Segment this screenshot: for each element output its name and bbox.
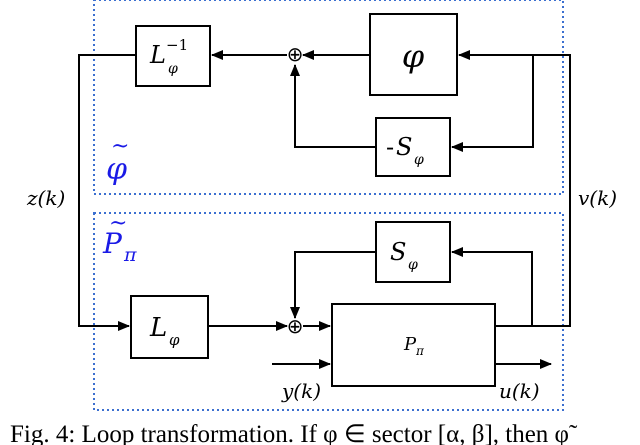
svg-text:π: π — [123, 244, 137, 266]
l-phi-block: L φ — [130, 295, 209, 359]
p-pi-tilde-group-border — [93, 212, 564, 411]
signal-label-v: v(k) — [578, 186, 617, 210]
svg-text:φ: φ — [402, 37, 425, 75]
v-wire — [458, 50, 571, 327]
svg-text:L: L — [149, 41, 166, 69]
phi-block: φ — [369, 13, 458, 96]
svg-text:-: - — [386, 133, 394, 161]
signal-label-u: u(k) — [499, 379, 540, 403]
s-phi-block: S φ — [375, 221, 451, 283]
svg-text:P: P — [102, 227, 123, 260]
p-out-to-s-wire — [451, 247, 533, 326]
neg-s-phi-block: - S φ — [375, 117, 451, 177]
phi-tilde-group-border — [93, 0, 564, 195]
phi-tilde-group-label: φ ~ — [106, 134, 129, 187]
s-to-sum-wire — [290, 251, 376, 319]
figure-caption-text: Fig. 4: Loop transformation. If φ ∈ sect… — [10, 421, 569, 445]
svg-text:S: S — [390, 238, 406, 266]
svg-text:P: P — [403, 334, 417, 355]
signal-label-y: y(k) — [281, 379, 321, 403]
z-wire — [78, 54, 136, 331]
svg-text:~: ~ — [109, 211, 127, 236]
p-pi-block: P π — [331, 303, 496, 387]
signal-label-z: z(k) — [26, 186, 65, 210]
svg-text:φ: φ — [169, 331, 180, 349]
p-pi-tilde-group-label: P ~ π — [102, 211, 137, 266]
v-to-neg-s-wire — [451, 55, 534, 152]
svg-text:φ: φ — [414, 152, 424, 168]
svg-text:φ: φ — [168, 61, 178, 77]
summing-junction-top: ⊕ — [287, 42, 304, 66]
svg-text:φ: φ — [408, 257, 418, 273]
svg-text:φ: φ — [106, 152, 127, 187]
figure-caption: Fig. 4: Loop transformation. If φ ∈ sect… — [0, 416, 640, 445]
svg-text:π: π — [415, 344, 425, 358]
signal-wires — [78, 50, 571, 369]
l-inverse-block: L −1 φ — [135, 25, 211, 87]
svg-text:S: S — [396, 133, 412, 161]
svg-text:L: L — [149, 313, 167, 343]
svg-text:~: ~ — [111, 134, 129, 159]
summing-junction-bottom: ⊕ — [287, 314, 304, 338]
svg-text:−1: −1 — [166, 36, 188, 54]
neg-s-to-sum-wire — [290, 64, 376, 148]
